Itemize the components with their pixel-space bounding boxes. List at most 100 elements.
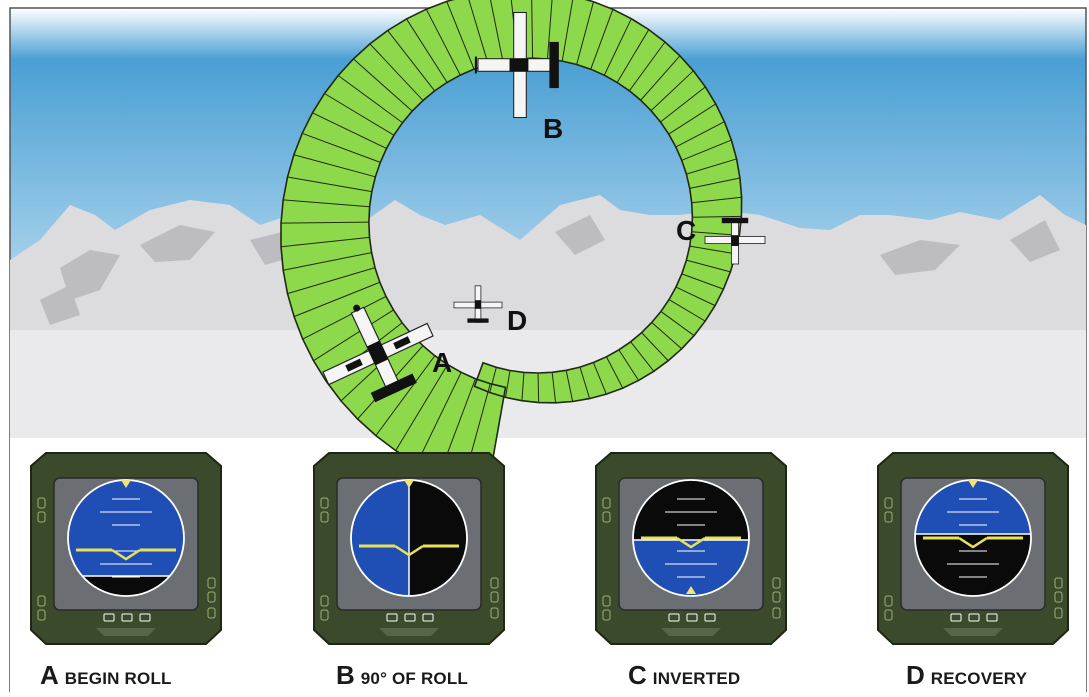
roll-path-segment-line (691, 196, 742, 204)
attitude-ball-outline (632, 479, 750, 597)
roll-path-segment-line (565, 370, 574, 402)
roll-path-segment-line (312, 112, 387, 149)
roll-path-segment-line (592, 362, 607, 395)
roll-path-segment-line (283, 199, 370, 208)
caption-d: D RECOVERY (906, 660, 1027, 690)
caption-b-text: 90° OF ROLL (360, 669, 469, 688)
softkey-icon (704, 613, 716, 622)
roll-path-segment-line (579, 366, 591, 399)
caption-d-letter: D (906, 660, 925, 690)
roll-path-segment-line (603, 18, 632, 76)
bezel-button-icon (1054, 607, 1063, 619)
bezel-knob-icon (96, 628, 156, 636)
softkey-icon (950, 613, 962, 622)
softkey-icon (686, 613, 698, 622)
bank-pointer-icon (686, 586, 696, 594)
roll-path-segment-line (490, 0, 504, 62)
position-label-c: C (676, 215, 696, 246)
roll-path-segment-line (313, 309, 394, 362)
bezel-button-icon (320, 497, 329, 509)
bank-pointer-icon (121, 480, 131, 488)
bezel-button-icon (207, 591, 216, 603)
roll-path-segment-line (468, 0, 489, 65)
bezel-button-icon (207, 577, 216, 589)
aircraft-symbol-chevron (394, 544, 424, 557)
roll-path-segment-line (280, 236, 370, 248)
roll-path-segment-line (293, 154, 376, 178)
roll-path-segment-line (605, 356, 624, 389)
roll-path-segment-line (686, 259, 731, 273)
bezel-knob-icon (379, 628, 439, 636)
caption-c: C INVERTED (628, 660, 740, 690)
roll-path-segment-line (395, 364, 449, 451)
roll-path-segment-line (302, 132, 381, 163)
attitude-indicator-d (877, 452, 1069, 645)
roll-path-segment-line (337, 75, 403, 124)
aircraft-symbol-chevron (111, 548, 141, 561)
bezel-button-icon (772, 577, 781, 589)
bezel-button-icon (884, 609, 893, 621)
bezel-button-icon (37, 497, 46, 509)
position-label-b: B (543, 113, 563, 144)
softkey-icon (668, 613, 680, 622)
caption-b: B 90° OF ROLL (336, 660, 468, 690)
softkey-icon (968, 613, 980, 622)
roll-path-segment-line (561, 0, 574, 62)
caption-c-letter: C (628, 660, 647, 690)
roll-path-segment-line (675, 121, 725, 148)
roll-path-segment-line (387, 30, 436, 92)
bezel-button-icon (37, 609, 46, 621)
roll-path-segment-line (675, 286, 716, 307)
caption-c-text: INVERTED (652, 669, 741, 688)
attitude-indicator-b (313, 452, 505, 645)
bezel-knob-icon (661, 628, 721, 636)
bezel-button-icon (884, 595, 893, 607)
airplane-d-icon (453, 285, 503, 323)
position-label-d: D (507, 305, 527, 336)
softkey-icon (121, 613, 133, 622)
attitude-indicator-a (30, 452, 222, 645)
roll-path-segment-line (406, 18, 448, 83)
bezel-button-icon (490, 577, 499, 589)
roll-path-ribbon (280, 0, 743, 492)
airplane-a-icon (322, 304, 434, 403)
roll-path-segment-line (446, 1, 475, 70)
roll-path-segment-line (616, 29, 650, 83)
roll-path-segment-line (369, 43, 424, 101)
bezel-button-icon (320, 595, 329, 607)
roll-path-segment-line (660, 311, 695, 336)
bezel-button-icon (602, 511, 611, 523)
roll-path-segment-line (668, 103, 716, 135)
bezel-button-icon (207, 607, 216, 619)
roll-path-segment-line (618, 349, 640, 381)
softkey-icon (986, 613, 998, 622)
position-label-a: A (432, 347, 452, 378)
roll-path-segment-line (660, 86, 706, 123)
softkey-icon (386, 613, 398, 622)
aircraft-symbol-chevron (958, 536, 988, 549)
bezel-button-icon (884, 497, 893, 509)
roll-path-segment-line (531, 0, 534, 59)
roll-path-segment-line (689, 177, 741, 189)
caption-a-text: BEGIN ROLL (64, 669, 172, 688)
roll-path-segment-line (416, 372, 462, 464)
roll-path-segment-line (689, 245, 736, 255)
roll-path-segment-line (425, 8, 461, 76)
roll-path-segment-line (650, 70, 694, 112)
bezel-button-icon (37, 511, 46, 523)
airplane-c-icon (704, 217, 766, 265)
roll-path-segment-line (287, 267, 376, 295)
bezel-button-icon (772, 591, 781, 603)
roll-path-segment-line (287, 176, 372, 193)
bezel-button-icon (884, 511, 893, 523)
bezel-button-icon (1054, 591, 1063, 603)
roll-path-segment-line (324, 93, 395, 136)
roll-path-segment-line (668, 299, 706, 322)
roll-path-segment-line (551, 372, 557, 403)
roll-path-segment-line (681, 139, 732, 161)
roll-path-segment-line (375, 355, 436, 436)
roll-path-segment-line (651, 322, 683, 350)
roll-path-segment-line (576, 1, 594, 65)
